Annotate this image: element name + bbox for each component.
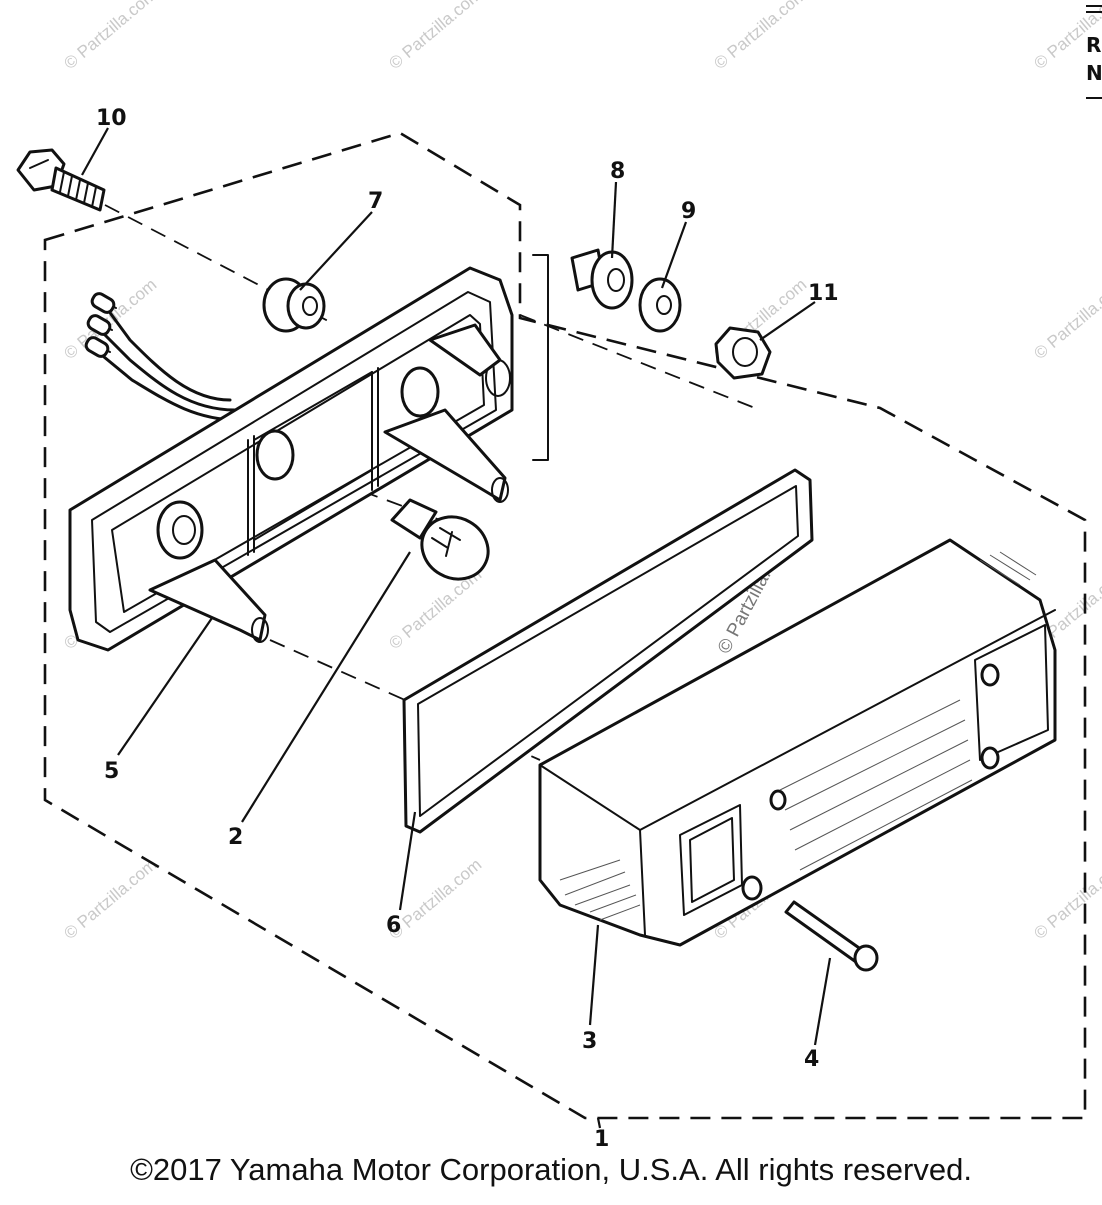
part-3-lens (538, 538, 1057, 947)
assembly-boundary (43, 131, 1087, 1120)
leader-lines (81, 127, 832, 1129)
corner-letter: R (1086, 33, 1101, 57)
watermark-text: © Partzilla.com (1030, 855, 1102, 943)
callout-1: 1 (594, 1127, 609, 1152)
watermark-text: © Partzilla.com (1030, 275, 1102, 363)
callout-6: 6 (386, 913, 401, 938)
part-9-washer (638, 277, 682, 333)
callout-9: 9 (681, 199, 696, 224)
watermark-text: © Partzilla.com (60, 855, 160, 943)
part-2-bulb (390, 498, 490, 581)
callout-7: 7 (368, 189, 383, 214)
callout-labels: 10 7 8 9 11 5 2 6 3 4 1 (96, 106, 839, 1152)
watermark-text: © Partzilla.com (385, 0, 485, 73)
callout-4: 4 (804, 1047, 819, 1072)
copyright-notice: ©2017 Yamaha Motor Corporation, U.S.A. A… (130, 1152, 972, 1187)
callout-3: 3 (582, 1029, 597, 1054)
bracket-line (532, 254, 549, 461)
part-8-collar (570, 248, 634, 310)
fastener-axis-line (519, 314, 761, 411)
part-7-grommet (262, 277, 326, 333)
callout-8: 8 (610, 159, 625, 184)
watermark-text: © Partzilla.com (60, 275, 160, 363)
corner-fragment: R N (1086, 5, 1102, 99)
callout-11: 11 (808, 281, 839, 306)
watermark-text: © Partzilla.com (60, 0, 160, 73)
watermark-text: © Partzilla.com (710, 0, 810, 73)
callout-5: 5 (104, 759, 119, 784)
part-1-housing (68, 266, 514, 652)
part-11-nut (714, 326, 772, 380)
corner-letter: N (1086, 61, 1102, 85)
callout-10: 10 (96, 106, 127, 131)
callout-2: 2 (228, 825, 243, 850)
part-10-bolt (16, 148, 106, 212)
part-6-gasket (402, 468, 814, 834)
part-4-screw (784, 900, 879, 972)
